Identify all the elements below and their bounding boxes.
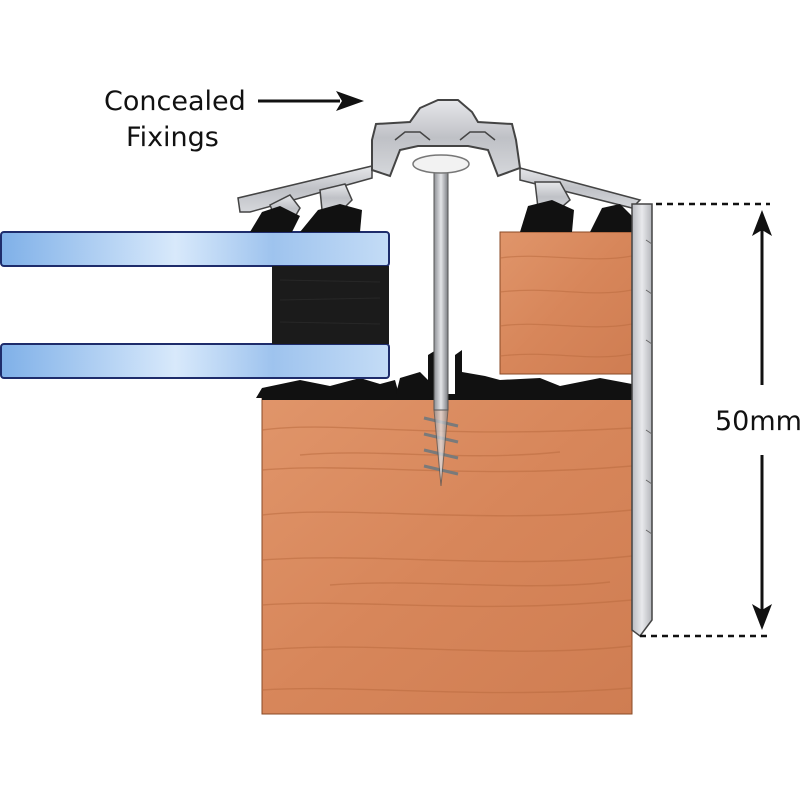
concealed-fixings-label-line2: Fixings [126, 122, 219, 153]
aluminium-fascia [631, 203, 653, 638]
upper-glass-pane [0, 231, 390, 267]
double-glazed-unit [0, 231, 390, 379]
timber-upstand [499, 231, 633, 375]
timber-rafter [261, 397, 633, 715]
spacer-foam [272, 266, 389, 344]
dimension-arrowhead-down [752, 604, 772, 630]
screw-head [412, 154, 470, 174]
concealed-fixings-callout: Concealed Fixings [104, 86, 364, 153]
dimension-annotation: 50mm [640, 202, 800, 638]
lower-glass-pane [0, 343, 390, 379]
dimension-arrowhead-up [752, 210, 772, 236]
dimension-label: 50mm [715, 406, 800, 437]
screw [412, 154, 470, 487]
concealed-fixings-label-line1: Concealed [104, 86, 246, 117]
callout-arrowhead [336, 91, 364, 111]
cap-gaskets [250, 200, 632, 232]
